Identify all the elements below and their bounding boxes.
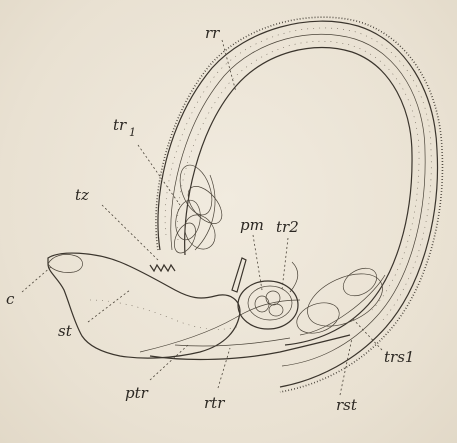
tr2-coil <box>238 262 298 329</box>
label-trs1: trs1 <box>384 348 414 366</box>
stalk-ridge <box>140 300 300 352</box>
mid-wall-line <box>171 34 425 366</box>
tz-teeth <box>150 265 175 271</box>
coil-loop <box>174 161 218 219</box>
loop-stipple-a <box>177 41 419 310</box>
label-tr2: tr2 <box>276 218 299 236</box>
outer-wall <box>158 21 438 387</box>
labels: rr tr 1 tz pm tr2 c st trs1 rst ptr rtr <box>6 24 414 414</box>
body-loop <box>156 17 443 392</box>
label-pm: pm <box>240 216 264 234</box>
leader-ptr <box>150 345 188 380</box>
label-c: c <box>6 290 15 308</box>
tr1-coil <box>170 161 228 257</box>
coil-loop <box>182 180 229 229</box>
stalk-base <box>48 253 350 359</box>
leader-tz <box>102 205 158 260</box>
coil-strand <box>290 262 298 292</box>
leader-rtr <box>218 348 230 388</box>
pm-inner <box>248 286 292 320</box>
label-st: st <box>58 322 73 340</box>
label-rr: rr <box>205 24 220 42</box>
inner-wall <box>185 47 412 345</box>
leader-tr2 <box>282 238 288 290</box>
label-tz: tz <box>75 186 89 204</box>
loop-stipple-b <box>165 28 431 321</box>
coil-loop <box>299 263 390 337</box>
pm-capsule <box>238 281 298 329</box>
stalk-tip <box>48 254 83 272</box>
label-tr1: tr <box>113 116 127 134</box>
leader-lines <box>22 40 382 395</box>
label-tr1-sub: 1 <box>129 126 136 139</box>
label-rtr: rtr <box>204 394 225 412</box>
leader-st <box>88 290 130 322</box>
leader-c <box>22 266 52 292</box>
label-rst: rst <box>336 396 358 414</box>
pm-rod <box>232 258 246 292</box>
rtr-stem <box>175 338 290 346</box>
coil-loop <box>269 304 283 316</box>
coil-loop <box>293 297 344 338</box>
stalk-stipple <box>90 300 240 329</box>
outer-cilia-edge <box>156 17 443 392</box>
label-ptr: ptr <box>125 384 149 402</box>
stalk-outline <box>48 253 240 358</box>
